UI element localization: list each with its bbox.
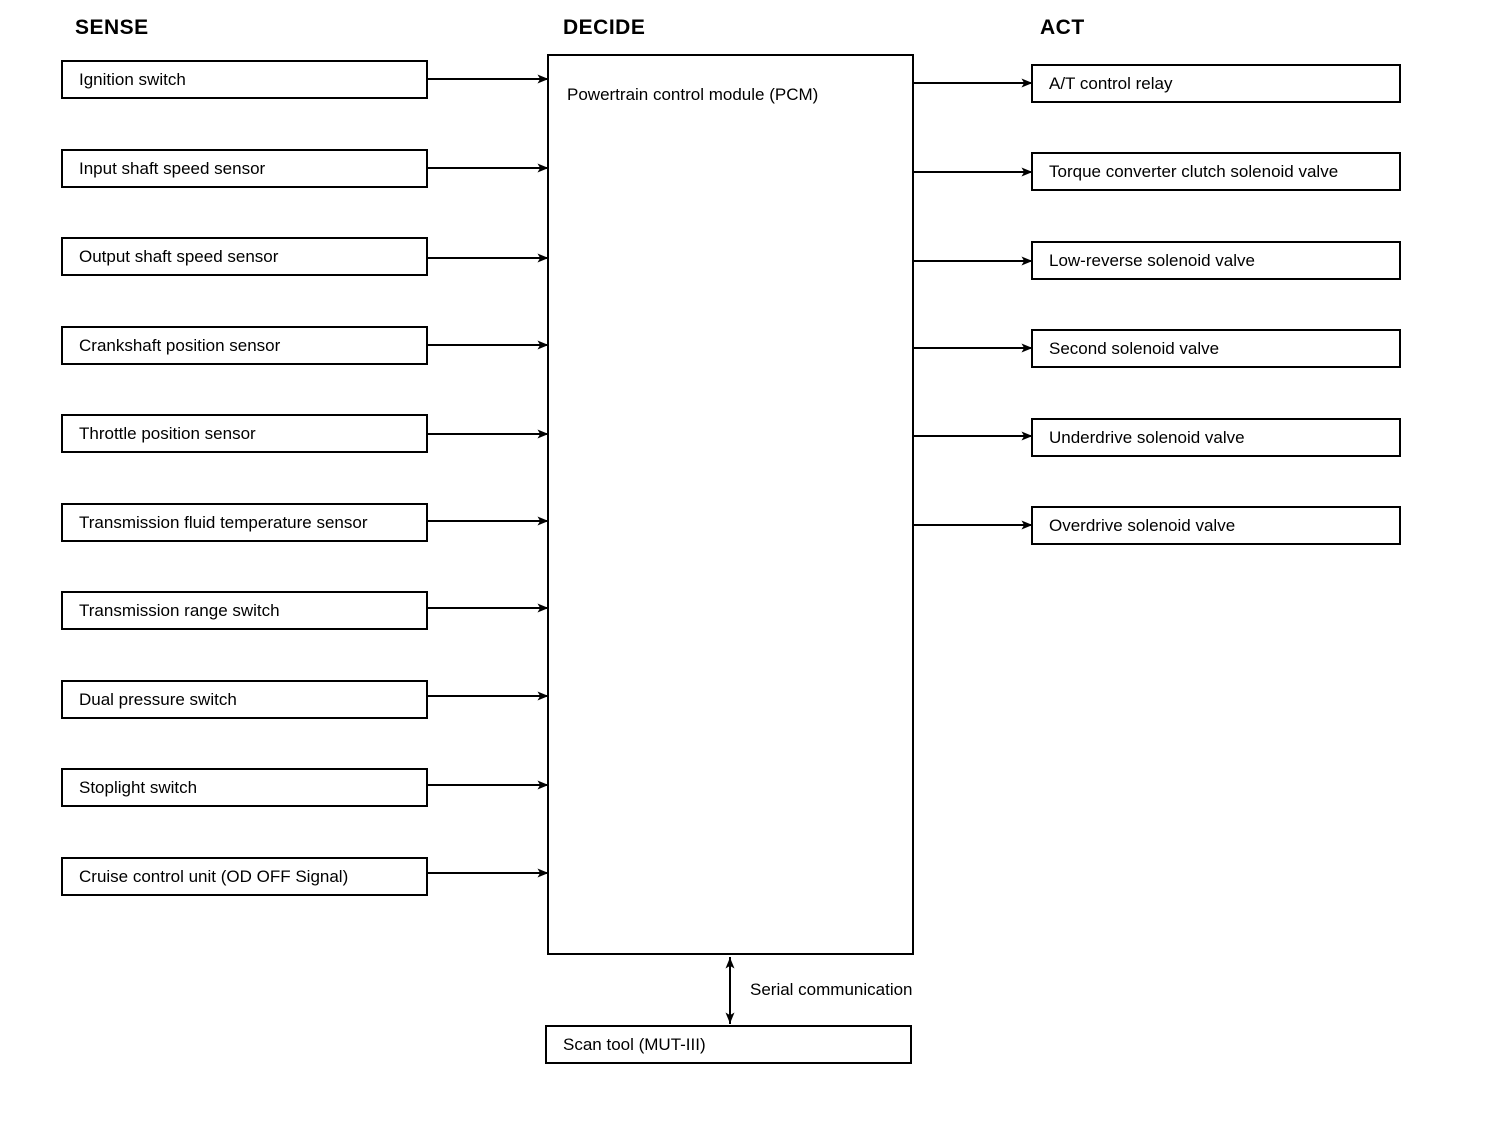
sense-node-9[interactable]: Cruise control unit (OD OFF Signal) bbox=[61, 857, 428, 896]
sense-node-1[interactable]: Input shaft speed sensor bbox=[61, 149, 428, 188]
sense-node-1-label: Input shaft speed sensor bbox=[79, 159, 266, 178]
sense-node-9-label: Cruise control unit (OD OFF Signal) bbox=[79, 867, 349, 886]
act-node-1-label: Torque converter clutch solenoid valve bbox=[1049, 162, 1339, 181]
act-node-2-label: Low-reverse solenoid valve bbox=[1049, 251, 1255, 270]
sense-node-0[interactable]: Ignition switch bbox=[61, 60, 428, 99]
act-node-2[interactable]: Low-reverse solenoid valve bbox=[1031, 241, 1401, 280]
sense-node-3[interactable]: Crankshaft position sensor bbox=[61, 326, 428, 365]
sense-node-0-label: Ignition switch bbox=[79, 70, 186, 89]
act-node-1[interactable]: Torque converter clutch solenoid valve bbox=[1031, 152, 1401, 191]
column-header-decide: DECIDE bbox=[563, 16, 646, 39]
act-node-5[interactable]: Overdrive solenoid valve bbox=[1031, 506, 1401, 545]
pcm-node-label: Powertrain control module (PCM) bbox=[567, 85, 819, 104]
sense-node-5[interactable]: Transmission fluid temperature sensor bbox=[61, 503, 428, 542]
sense-node-7[interactable]: Dual pressure switch bbox=[61, 680, 428, 719]
act-node-0[interactable]: A/T control relay bbox=[1031, 64, 1401, 103]
act-node-4-label: Underdrive solenoid valve bbox=[1049, 428, 1245, 447]
pcm-node[interactable]: Powertrain control module (PCM) bbox=[547, 54, 914, 955]
sense-node-4[interactable]: Throttle position sensor bbox=[61, 414, 428, 453]
column-header-act: ACT bbox=[1040, 16, 1085, 39]
sense-node-3-label: Crankshaft position sensor bbox=[79, 336, 281, 355]
sense-node-7-label: Dual pressure switch bbox=[79, 690, 237, 709]
scan-tool-node[interactable]: Scan tool (MUT-III) bbox=[545, 1025, 912, 1064]
scan-tool-node-label: Scan tool (MUT-III) bbox=[563, 1035, 706, 1054]
act-node-4[interactable]: Underdrive solenoid valve bbox=[1031, 418, 1401, 457]
act-node-3-label: Second solenoid valve bbox=[1049, 339, 1220, 358]
sense-node-6-label: Transmission range switch bbox=[79, 601, 280, 620]
serial-communication-label: Serial communication bbox=[750, 980, 913, 999]
sense-node-8-label: Stoplight switch bbox=[79, 778, 198, 797]
sense-node-5-label: Transmission fluid temperature sensor bbox=[79, 513, 368, 532]
sense-node-4-label: Throttle position sensor bbox=[79, 424, 256, 443]
sense-node-2-label: Output shaft speed sensor bbox=[79, 247, 279, 266]
sense-node-6[interactable]: Transmission range switch bbox=[61, 591, 428, 630]
act-node-0-label: A/T control relay bbox=[1049, 74, 1173, 93]
column-header-sense: SENSE bbox=[75, 16, 149, 39]
sense-node-2[interactable]: Output shaft speed sensor bbox=[61, 237, 428, 276]
act-node-3[interactable]: Second solenoid valve bbox=[1031, 329, 1401, 368]
sense-node-8[interactable]: Stoplight switch bbox=[61, 768, 428, 807]
act-node-5-label: Overdrive solenoid valve bbox=[1049, 516, 1236, 535]
